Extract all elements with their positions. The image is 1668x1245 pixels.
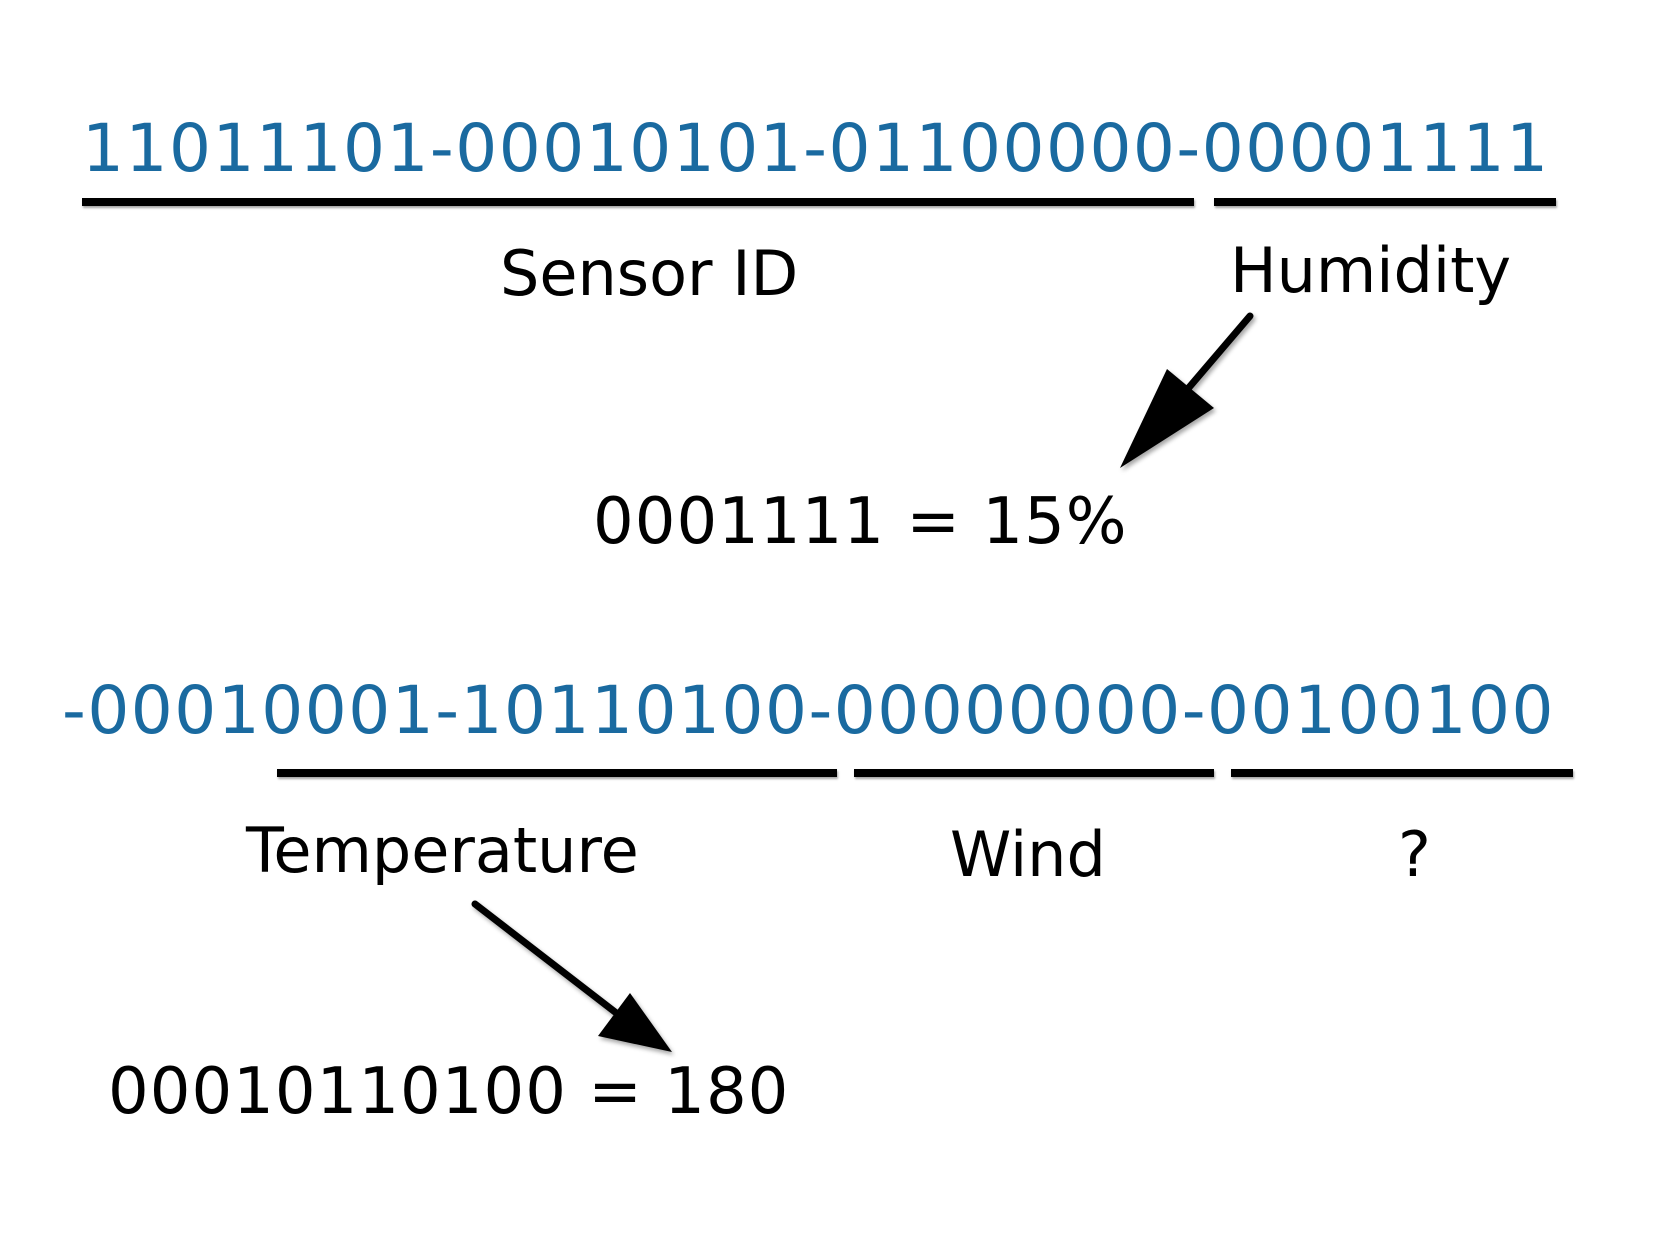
- temperature-equation: 00010110100 = 180: [108, 1055, 790, 1129]
- unknown-bracket: [1231, 769, 1573, 777]
- unknown-label: ?: [1398, 818, 1431, 891]
- humidity-arrow: [1120, 312, 1254, 468]
- packet-1-bits: 11011101-00010101-01100000-00001111: [82, 110, 1550, 187]
- temperature-arrow: [471, 900, 672, 1052]
- humidity-equation: 0001111 = 15%: [593, 485, 1128, 559]
- wind-label: Wind: [950, 818, 1106, 891]
- temperature-bracket: [277, 769, 837, 777]
- temperature-label: Temperature: [246, 814, 639, 887]
- sensor-id-label: Sensor ID: [500, 237, 799, 310]
- humidity-bracket: [1214, 198, 1556, 206]
- sensor-id-bracket: [82, 198, 1194, 206]
- packet-2-bits: -00010001-10110100-00000000-00100100: [62, 672, 1555, 749]
- humidity-label: Humidity: [1230, 234, 1512, 307]
- wind-bracket: [854, 769, 1214, 777]
